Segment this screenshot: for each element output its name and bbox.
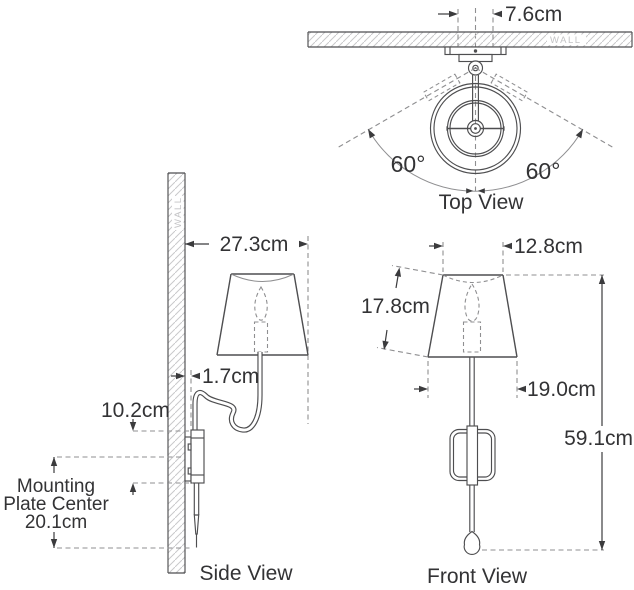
wall-label-backing (172, 196, 184, 230)
dim-mounting-plate-center: Mounting Plate Center 20.1cm (3, 456, 193, 549)
dim-shade-slant-height: 17.8cm (361, 264, 444, 358)
pivot-pin (472, 64, 479, 72)
dim-backplate-width: 7.6cm (438, 3, 562, 46)
arm-tube-inner (193, 352, 262, 432)
shade-front-view (427, 274, 518, 358)
dim-clearance-label: 1.7cm (202, 365, 259, 388)
shade-outer-rim-inner (433, 86, 518, 171)
extension-line (376, 346, 429, 358)
ghost-arm-outline (490, 73, 529, 102)
rod-holder-block (190, 429, 205, 484)
front-view: 12.8cm 17.8cm (361, 235, 633, 588)
dim-backplate-height: 10.2cm (101, 399, 193, 495)
candle-sleeve (253, 321, 269, 353)
swing-ray-right (475, 67, 615, 149)
wall-label: WALL (550, 35, 582, 46)
swing-arc-path (367, 128, 584, 192)
ghost-arm-outline (422, 73, 461, 102)
shade-side-view (216, 273, 309, 356)
arrowhead (50, 539, 58, 548)
screw-boss (187, 467, 192, 475)
wall-label: WALL (173, 196, 184, 228)
candle-side-view (253, 285, 269, 353)
wall-section-top: WALL (307, 31, 633, 48)
top-view: WALL 7.6cm (307, 3, 633, 214)
swing-arm-side-view (192, 352, 263, 433)
dim-slant-height-label: 17.8cm (361, 295, 430, 318)
arrowhead (493, 10, 502, 18)
rod-taper (193, 514, 200, 535)
arrowhead (191, 372, 200, 380)
dim-shade-top-width: 12.8cm (429, 235, 583, 272)
shade-right-edge (293, 273, 309, 356)
dim-wall-clearance: 1.7cm (171, 365, 259, 430)
arrowhead (517, 385, 526, 393)
top-view-label: Top View (439, 191, 525, 214)
shade-rim-curve (442, 274, 504, 283)
arrowhead (129, 422, 137, 431)
socket-hub (466, 119, 485, 138)
fixture-body-front-view (449, 357, 496, 555)
arrowhead (434, 242, 443, 250)
swing-ray-left (336, 67, 476, 149)
dim-overall-height-label: 59.1cm (564, 427, 633, 450)
dim-top-width-label: 12.8cm (514, 235, 583, 258)
shade-rim-curve (230, 273, 295, 282)
dim-backplate-width-label: 7.6cm (505, 3, 562, 26)
dim-depth-from-wall: 27.3cm (185, 233, 309, 424)
front-view-label: Front View (427, 565, 528, 588)
shade-left-edge (427, 274, 444, 358)
dim-backplate-height-label: 10.2cm (101, 399, 170, 422)
mounting-canopy (444, 46, 507, 76)
shade-top-view (429, 82, 522, 175)
candle-sleeve (462, 321, 482, 353)
side-view-label: Side View (199, 562, 293, 585)
dim-overall-height: 59.1cm (482, 274, 633, 551)
mounting-plate-side-view (184, 429, 205, 548)
mounting-note-line2: Plate Center (3, 494, 109, 515)
dim-shade-bottom-width: 19.0cm (414, 361, 596, 401)
shade-left-edge (216, 273, 232, 356)
arrowhead (299, 240, 308, 248)
arrowhead (129, 483, 137, 492)
swing-ghost-arm-left (422, 73, 461, 102)
arrowhead (419, 385, 428, 393)
dim-swing-right-label: 60° (526, 158, 561, 184)
mounting-note-line3: 20.1cm (25, 512, 87, 533)
arrowhead (503, 242, 512, 250)
dim-bottom-width-label: 19.0cm (527, 378, 596, 401)
arrowhead (185, 240, 194, 248)
arrowhead (449, 10, 458, 18)
shade-right-edge (502, 274, 518, 358)
bulb-outline (254, 285, 268, 321)
arrowhead (394, 266, 403, 277)
arrowhead (598, 275, 606, 284)
extension-line (391, 264, 444, 276)
side-view: WALL 27.3cm (3, 172, 309, 585)
arrowhead (598, 541, 606, 550)
dim-depth-label: 27.3cm (220, 233, 289, 256)
finial-loop (463, 530, 481, 555)
dim-swing-left-label: 60° (391, 151, 426, 177)
shade-outer-rim (429, 82, 522, 175)
rod-sleeve (466, 425, 479, 486)
arrowhead (50, 457, 58, 466)
mounting-note-line1: Mounting (17, 476, 95, 497)
swing-ghost-arm-right (490, 73, 529, 102)
candle-front-view (462, 282, 482, 353)
swing-arc: 60° 60° (365, 127, 586, 194)
screw (473, 49, 478, 53)
arm-top-view (472, 75, 479, 121)
screw-boss (187, 443, 192, 451)
bulb-outline (464, 282, 480, 322)
wall-label-backing (547, 34, 586, 45)
socket-center (474, 127, 477, 130)
arm-tube (192, 352, 263, 433)
